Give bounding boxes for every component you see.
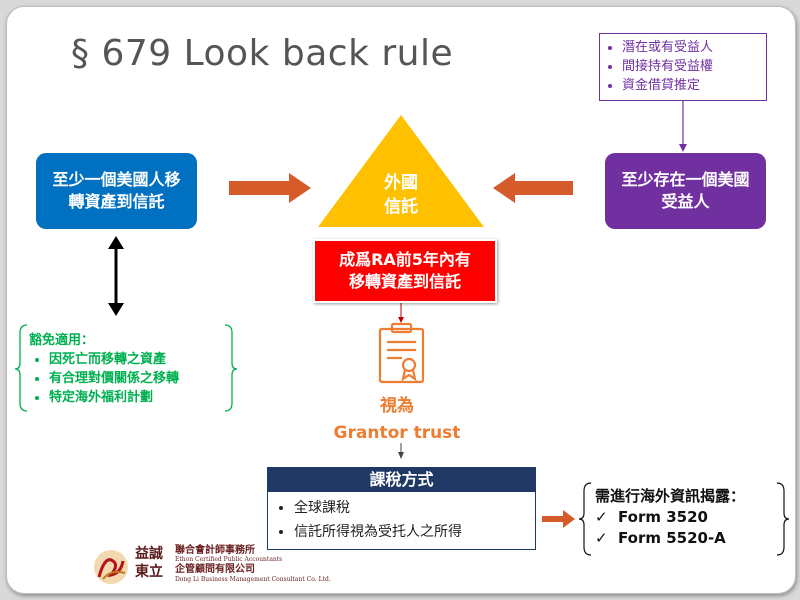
- tax-connector-arrowhead: [398, 452, 404, 459]
- taxation-heading: 課稅方式: [268, 468, 535, 492]
- foreign-trust-line2: 信託: [384, 197, 418, 217]
- disclosure-note: 需進行海外資訊揭露： ✓ Form 3520 ✓ Form 5520-A: [595, 486, 785, 549]
- certificate-icon: [378, 322, 425, 384]
- us-person-transfer-box: 至少一個美國人移轉資產到信託: [36, 153, 197, 229]
- list-item: 資金借貸推定: [622, 76, 760, 95]
- logo-mark-icon: [94, 550, 128, 584]
- logo-char1: 益誠: [135, 546, 163, 562]
- red-connector-arrowhead: [398, 317, 404, 323]
- list-item: 有合理對價關係之移轉: [49, 369, 237, 388]
- right-arrow-icon: [493, 173, 573, 203]
- diagram-graphics: [14, 101, 790, 556]
- grantor-line1: 視為: [380, 396, 414, 416]
- list-item: 潛在或有受益人: [622, 38, 760, 57]
- list-item: 特定海外福利計劃: [49, 388, 237, 407]
- slide: § 679 Look back rule 潛在或有受益人 間接持有受益權 資金借…: [6, 6, 796, 594]
- disclosure-heading: 需進行海外資訊揭露：: [595, 487, 746, 505]
- disclosure-form-label: Form 3520: [618, 508, 708, 526]
- lookback-condition-box: 成爲RA前5年內有 移轉資產到信託: [313, 239, 497, 303]
- list-item: 間接持有受益權: [622, 57, 760, 76]
- green-brace-left: [14, 324, 28, 412]
- beneficiary-conditions-note: 潛在或有受益人 間接持有受益權 資金借貸推定: [599, 33, 767, 101]
- logo-char2: 東立: [135, 564, 163, 580]
- double-arrow-bottom-icon: [108, 303, 124, 316]
- checkmark-icon: ✓: [595, 508, 619, 526]
- black-brace-right: [776, 482, 790, 556]
- disclosure-arrow-icon: [542, 510, 575, 528]
- lookback-line1: 成爲RA前5年內有: [339, 249, 471, 269]
- logo-co-en: Dong Li Business Management Consultant C…: [175, 576, 331, 583]
- disclosure-item: ✓ Form 5520-A: [595, 528, 785, 549]
- taxation-box: 課稅方式 全球課稅 信託所得視為受托人之所得: [267, 467, 536, 550]
- us-beneficiary-box: 至少存在一個美國受益人: [605, 153, 766, 229]
- exemption-heading: 豁免適用：: [29, 333, 95, 348]
- grantor-trust-label: 視為 Grantor trust: [307, 393, 487, 447]
- list-item: 因死亡而移轉之資產: [49, 350, 237, 369]
- lookback-line2: 移轉資產到信託: [348, 272, 461, 291]
- exemption-note: 豁免適用： 因死亡而移轉之資產 有合理對價關係之移轉 特定海外福利計劃: [27, 329, 237, 407]
- green-brace-right: [224, 324, 238, 412]
- grantor-line2: Grantor trust: [333, 423, 461, 443]
- left-arrow-icon: [229, 173, 311, 203]
- list-item: 全球課稅: [294, 496, 535, 520]
- foreign-trust-label: 外國 信託: [361, 171, 441, 219]
- foreign-trust-triangle: [318, 115, 484, 227]
- logo-firm-en: Ethon Certified Public Accountants: [175, 556, 283, 563]
- us-person-transfer-label: 至少一個美國人移轉資產到信託: [52, 169, 181, 211]
- us-beneficiary-label: 至少存在一個美國受益人: [621, 169, 750, 211]
- page-title: § 679 Look back rule: [71, 33, 454, 74]
- firm-logo: 益誠 東立 聯合會計師事務所 Ethon Certified Public Ac…: [91, 545, 331, 589]
- disclosure-form-label: Form 5520-A: [618, 529, 726, 547]
- disclosure-item: ✓ Form 3520: [595, 507, 785, 528]
- foreign-trust-line1: 外國: [384, 173, 418, 193]
- black-brace-left: [578, 482, 592, 556]
- purple-connector-arrowhead: [679, 144, 687, 152]
- double-arrow-top-icon: [108, 236, 124, 249]
- logo-firm-zh: 聯合會計師事務所: [175, 545, 255, 556]
- list-item: 信託所得視為受托人之所得: [294, 520, 535, 544]
- checkmark-icon: ✓: [595, 529, 619, 547]
- logo-co-zh: 企管顧問有限公司: [175, 564, 255, 575]
